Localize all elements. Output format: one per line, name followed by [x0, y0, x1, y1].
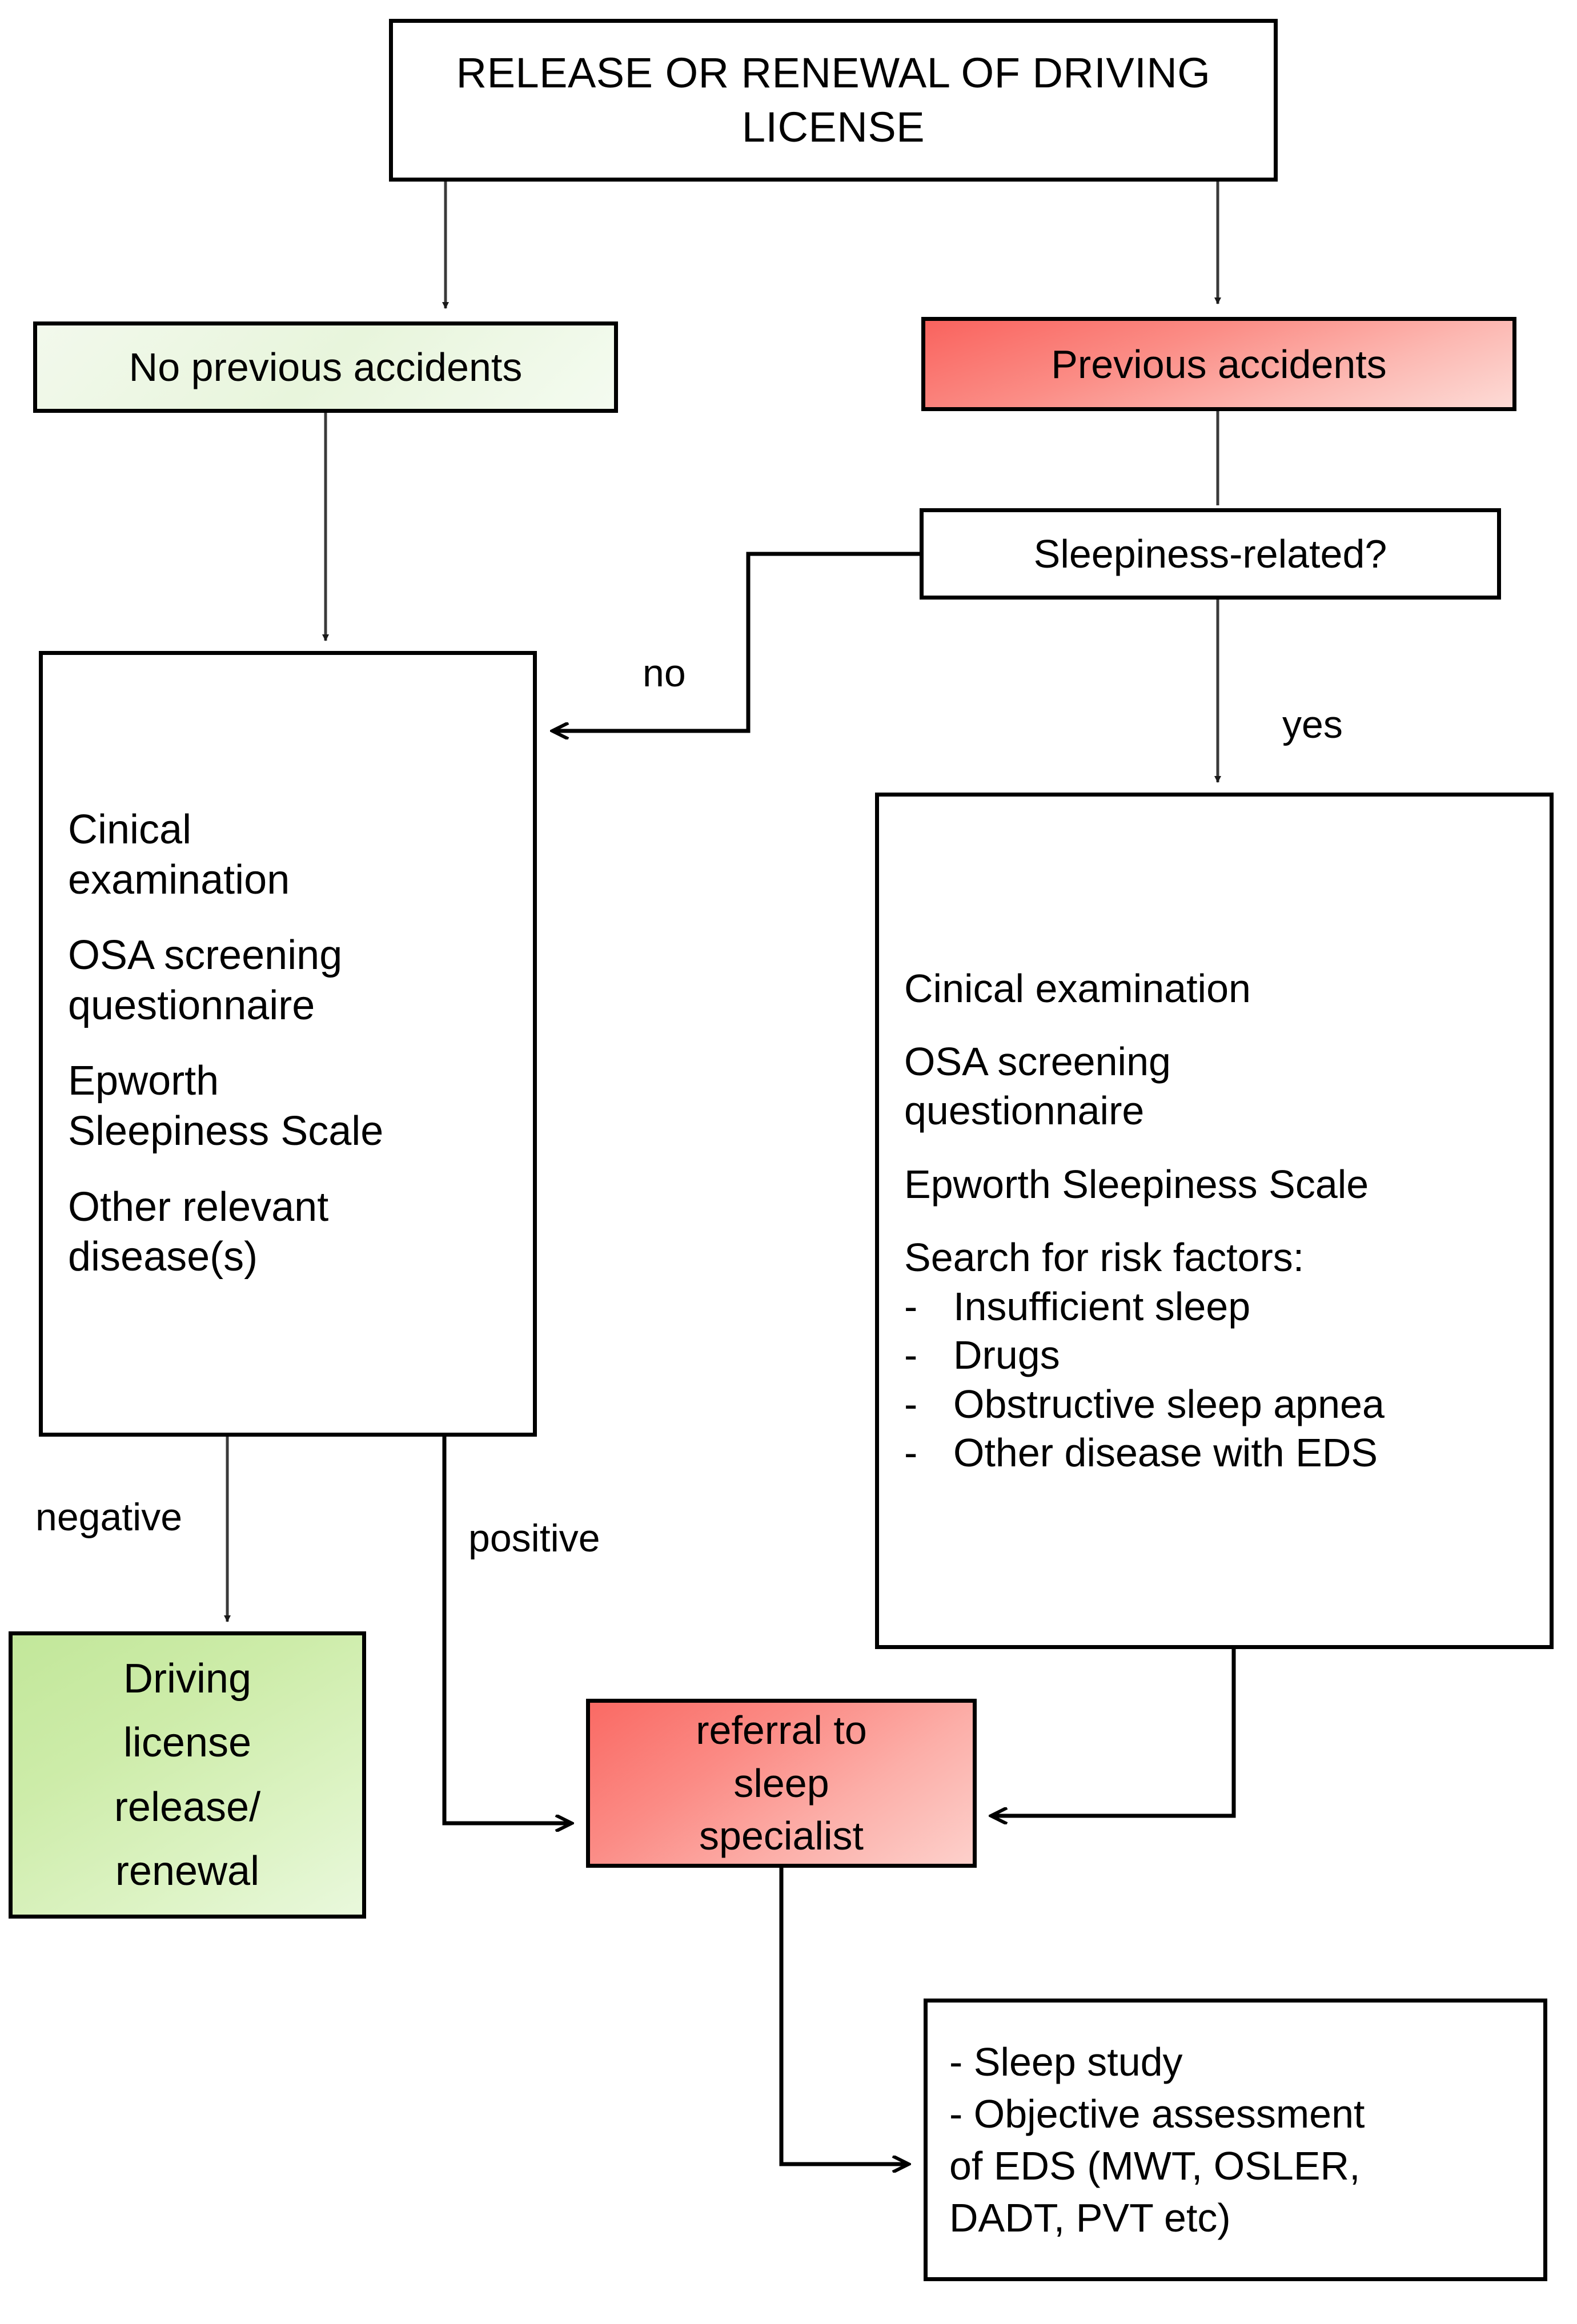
edge-decision-no-to-clinical-left	[553, 552, 920, 731]
risk-factor-label: Obstructive sleep apnea	[953, 1381, 1385, 1426]
license-line-2: license	[123, 1720, 252, 1766]
node-driving-license-release-renewal[interactable]: Driving license release/ renewal	[9, 1631, 366, 1919]
license-line-1: Driving	[123, 1655, 252, 1702]
risk-factors-list: - Insufficient sleep - Drugs - Obstructi…	[904, 1282, 1385, 1478]
clinical-right-line-5: Search for risk factors:	[904, 1235, 1305, 1280]
node-previous-accidents[interactable]: Previous accidents	[921, 317, 1516, 411]
risk-factor-item: - Obstructive sleep apnea	[904, 1380, 1385, 1429]
risk-factor-item: - Drugs	[904, 1331, 1385, 1380]
clinical-left-line-6: Sleepiness Scale	[68, 1108, 384, 1155]
node-clinical-examination-left[interactable]: Cinical examination OSA screening questi…	[39, 651, 537, 1437]
node-previous-accidents-label: Previous accidents	[1051, 341, 1387, 387]
risk-factor-label: Drugs	[953, 1333, 1060, 1378]
risk-factor-item: - Insufficient sleep	[904, 1282, 1385, 1331]
node-release-or-renewal[interactable]: RELEASE OR RENEWAL OF DRIVING LICENSE	[389, 19, 1278, 182]
referral-line-1: referral to	[696, 1708, 867, 1753]
clinical-left-line-8: disease(s)	[68, 1234, 258, 1280]
license-line-4: renewal	[115, 1848, 260, 1894]
risk-factor-label: Insufficient sleep	[953, 1284, 1251, 1329]
clinical-left-line-7: Other relevant	[68, 1184, 329, 1230]
clinical-left-line-2: examination	[68, 857, 290, 903]
clinical-right-line-3: questionnaire	[904, 1088, 1145, 1133]
clinical-left-line-5: Epworth	[68, 1058, 219, 1104]
node-sleepiness-related-label: Sleepiness-related?	[1033, 532, 1387, 576]
risk-factor-label: Other disease with EDS	[953, 1430, 1378, 1475]
clinical-right-line-4: Epworth Sleepiness Scale	[904, 1161, 1369, 1207]
bullet-dash-icon: -	[904, 1381, 918, 1426]
sleep-study-line-1: - Sleep study	[949, 2039, 1183, 2084]
sleep-study-line-2: - Objective assessment	[949, 2091, 1365, 2136]
node-no-previous-accidents[interactable]: No previous accidents	[33, 321, 618, 413]
clinical-left-line-3: OSA screening	[68, 932, 343, 979]
node-release-or-renewal-label: RELEASE OR RENEWAL OF DRIVING LICENSE	[456, 49, 1211, 151]
node-sleep-study-objective-assessment[interactable]: - Sleep study - Objective assessment of …	[924, 1999, 1547, 2281]
clinical-left-line-4: questionnaire	[68, 982, 315, 1028]
node-sleepiness-related[interactable]: Sleepiness-related?	[920, 508, 1501, 600]
clinical-left-line-1: Cinical	[68, 806, 192, 853]
edge-clinical-right-to-referral	[992, 1649, 1236, 1816]
node-referral-to-sleep-specialist[interactable]: referral to sleep specialist	[586, 1699, 977, 1868]
referral-line-3: specialist	[699, 1814, 864, 1859]
edge-label-negative: negative	[35, 1495, 183, 1539]
edge-label-yes: yes	[1282, 703, 1343, 746]
edge-referral-to-sleep-study	[779, 1868, 908, 2164]
sleep-study-line-4: DADT, PVT etc)	[949, 2195, 1231, 2240]
node-no-previous-accidents-label: No previous accidents	[129, 345, 523, 389]
bullet-dash-icon: -	[904, 1430, 918, 1475]
edge-clinical-left-positive-to-referral	[442, 1437, 571, 1823]
license-line-3: release/	[114, 1784, 261, 1830]
clinical-right-line-1: Cinical examination	[904, 966, 1251, 1011]
node-clinical-examination-right[interactable]: Cinical examination OSA screening questi…	[875, 793, 1554, 1649]
edge-label-positive: positive	[468, 1517, 600, 1560]
risk-factor-item: - Other disease with EDS	[904, 1429, 1385, 1477]
sleep-study-line-3: of EDS (MWT, OSLER,	[949, 2143, 1361, 2188]
bullet-dash-icon: -	[904, 1333, 918, 1378]
bullet-dash-icon: -	[904, 1284, 918, 1329]
edge-label-no: no	[643, 652, 686, 695]
referral-line-2: sleep	[733, 1760, 829, 1806]
clinical-right-line-2: OSA screening	[904, 1039, 1171, 1084]
